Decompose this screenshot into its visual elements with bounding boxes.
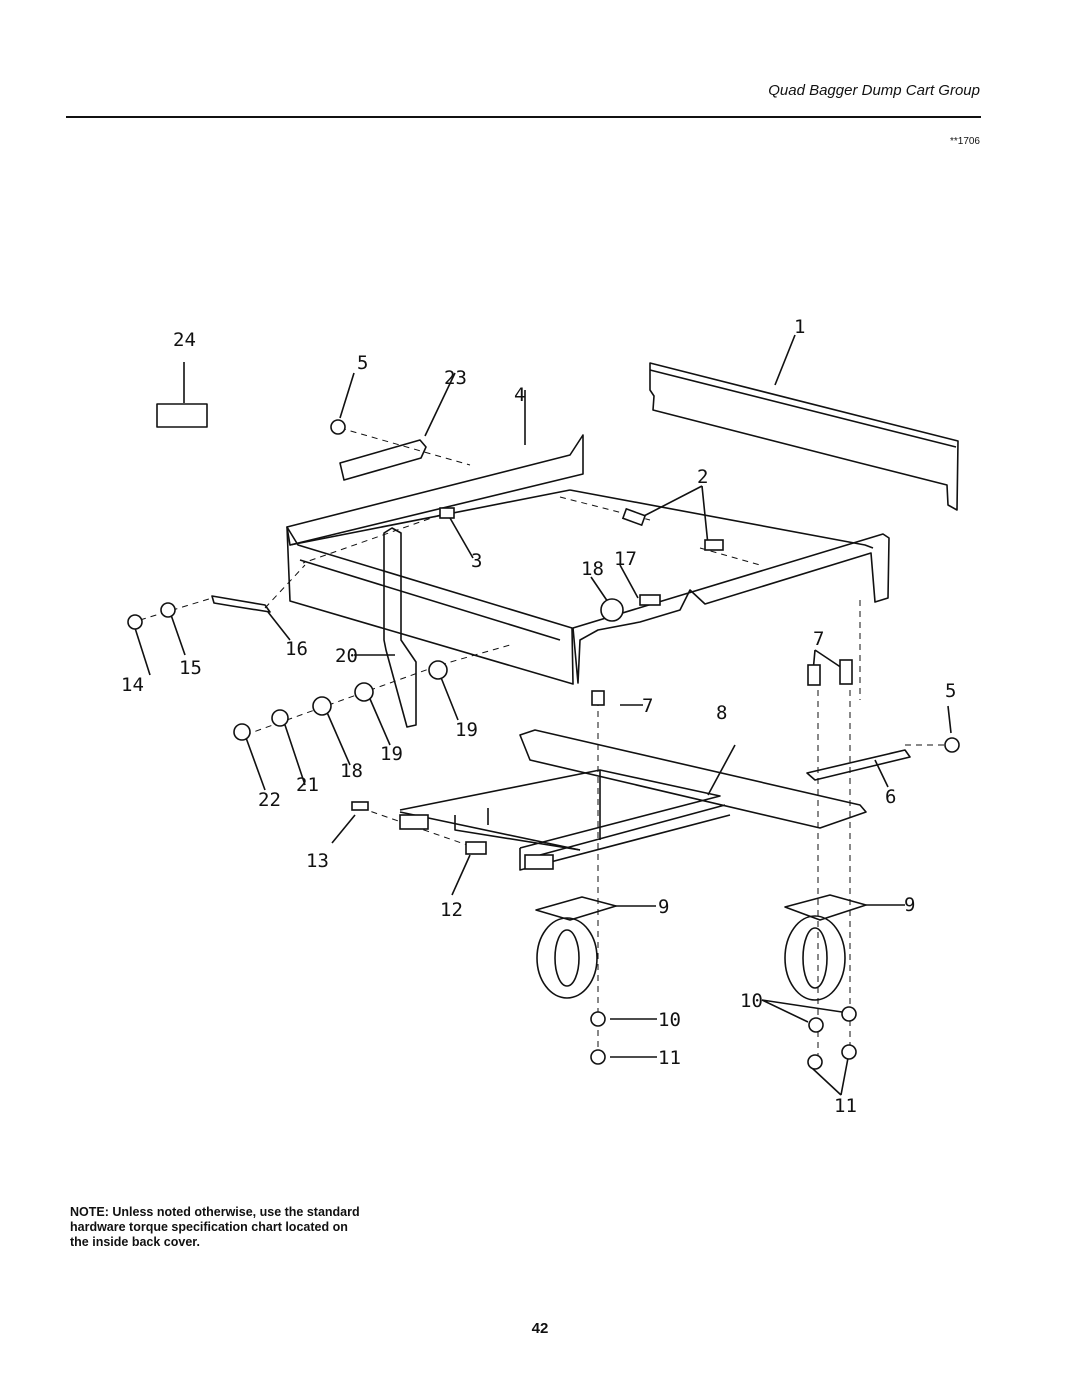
callout-2: 2: [697, 466, 708, 488]
bolt-part: [839, 659, 853, 685]
callout-7: 7: [813, 628, 824, 650]
callout-8: 8: [716, 702, 727, 724]
callout-18: 18: [581, 558, 604, 580]
callout-19: 19: [380, 743, 403, 765]
callout-11: 11: [834, 1095, 857, 1117]
callout-5: 5: [357, 352, 368, 374]
caster-wheel-left: [536, 917, 598, 999]
callout-10: 10: [658, 1009, 681, 1031]
callout-15: 15: [179, 657, 202, 679]
bolt-part: [439, 507, 455, 519]
diagram-code: **1706: [949, 136, 980, 147]
callout-14: 14: [121, 674, 144, 696]
nut-part: [271, 709, 289, 727]
callout-9: 9: [658, 896, 669, 918]
callout-12: 12: [440, 899, 463, 921]
washer-part: [160, 602, 176, 618]
callout-6: 6: [885, 786, 896, 808]
pivot-bar: [806, 749, 911, 781]
bolt-part: [465, 841, 487, 855]
header-rule: [66, 116, 981, 118]
nut-part: [841, 1044, 857, 1060]
nut-part: [807, 1054, 823, 1070]
callout-11: 11: [658, 1047, 681, 1069]
tailgate-panel: [649, 362, 959, 511]
callout-1: 1: [794, 316, 805, 338]
frame-plate: [519, 729, 867, 829]
washer-part: [428, 660, 448, 680]
decal-part: [156, 403, 208, 428]
callout-4: 4: [514, 384, 525, 406]
cart-box-right-wall: [572, 533, 890, 684]
pin-part: [351, 801, 369, 811]
caster-plate-right: [784, 894, 867, 921]
callout-7: 7: [642, 695, 653, 717]
caster-wheel-right: [784, 915, 846, 1001]
cart-box-front-wall: [286, 526, 574, 685]
nut-part: [944, 737, 960, 753]
callout-13: 13: [306, 850, 329, 872]
clevis-part: [524, 854, 554, 870]
washer-part: [600, 598, 624, 622]
nut-part: [233, 723, 251, 741]
section-title: Quad Bagger Dump Cart Group: [768, 82, 980, 99]
callout-20: 20: [335, 645, 358, 667]
callout-3: 3: [471, 550, 482, 572]
callout-24: 24: [173, 329, 196, 351]
latch-bracket: [211, 595, 271, 613]
callout-19: 19: [455, 719, 478, 741]
callout-10: 10: [740, 990, 763, 1012]
washer-part: [808, 1017, 824, 1033]
callout-17: 17: [614, 548, 637, 570]
callout-16: 16: [285, 638, 308, 660]
bolt-part: [621, 507, 647, 527]
nut-part: [330, 419, 346, 435]
nut-part: [127, 614, 143, 630]
callout-18: 18: [340, 760, 363, 782]
page-number: 42: [531, 1320, 549, 1337]
hinge-bracket: [339, 439, 427, 481]
bolt-part: [807, 664, 821, 686]
callout-5: 5: [945, 680, 956, 702]
callout-9: 9: [904, 894, 915, 916]
callout-23: 23: [444, 367, 467, 389]
nut-part: [590, 1049, 606, 1065]
caster-plate-left: [535, 896, 617, 921]
clevis-part: [399, 814, 429, 830]
washer-part: [312, 696, 332, 716]
washer-part: [841, 1006, 857, 1022]
bolt-part: [639, 594, 661, 606]
bolt-part: [704, 539, 724, 551]
callout-21: 21: [296, 774, 319, 796]
dump-handle: [383, 527, 417, 728]
bolt-part: [591, 690, 605, 706]
cart-box-left-wall: [286, 434, 584, 546]
washer-part: [590, 1011, 606, 1027]
torque-note: NOTE: Unless noted otherwise, use the st…: [70, 1205, 360, 1249]
washer-part: [354, 682, 374, 702]
callout-22: 22: [258, 789, 281, 811]
